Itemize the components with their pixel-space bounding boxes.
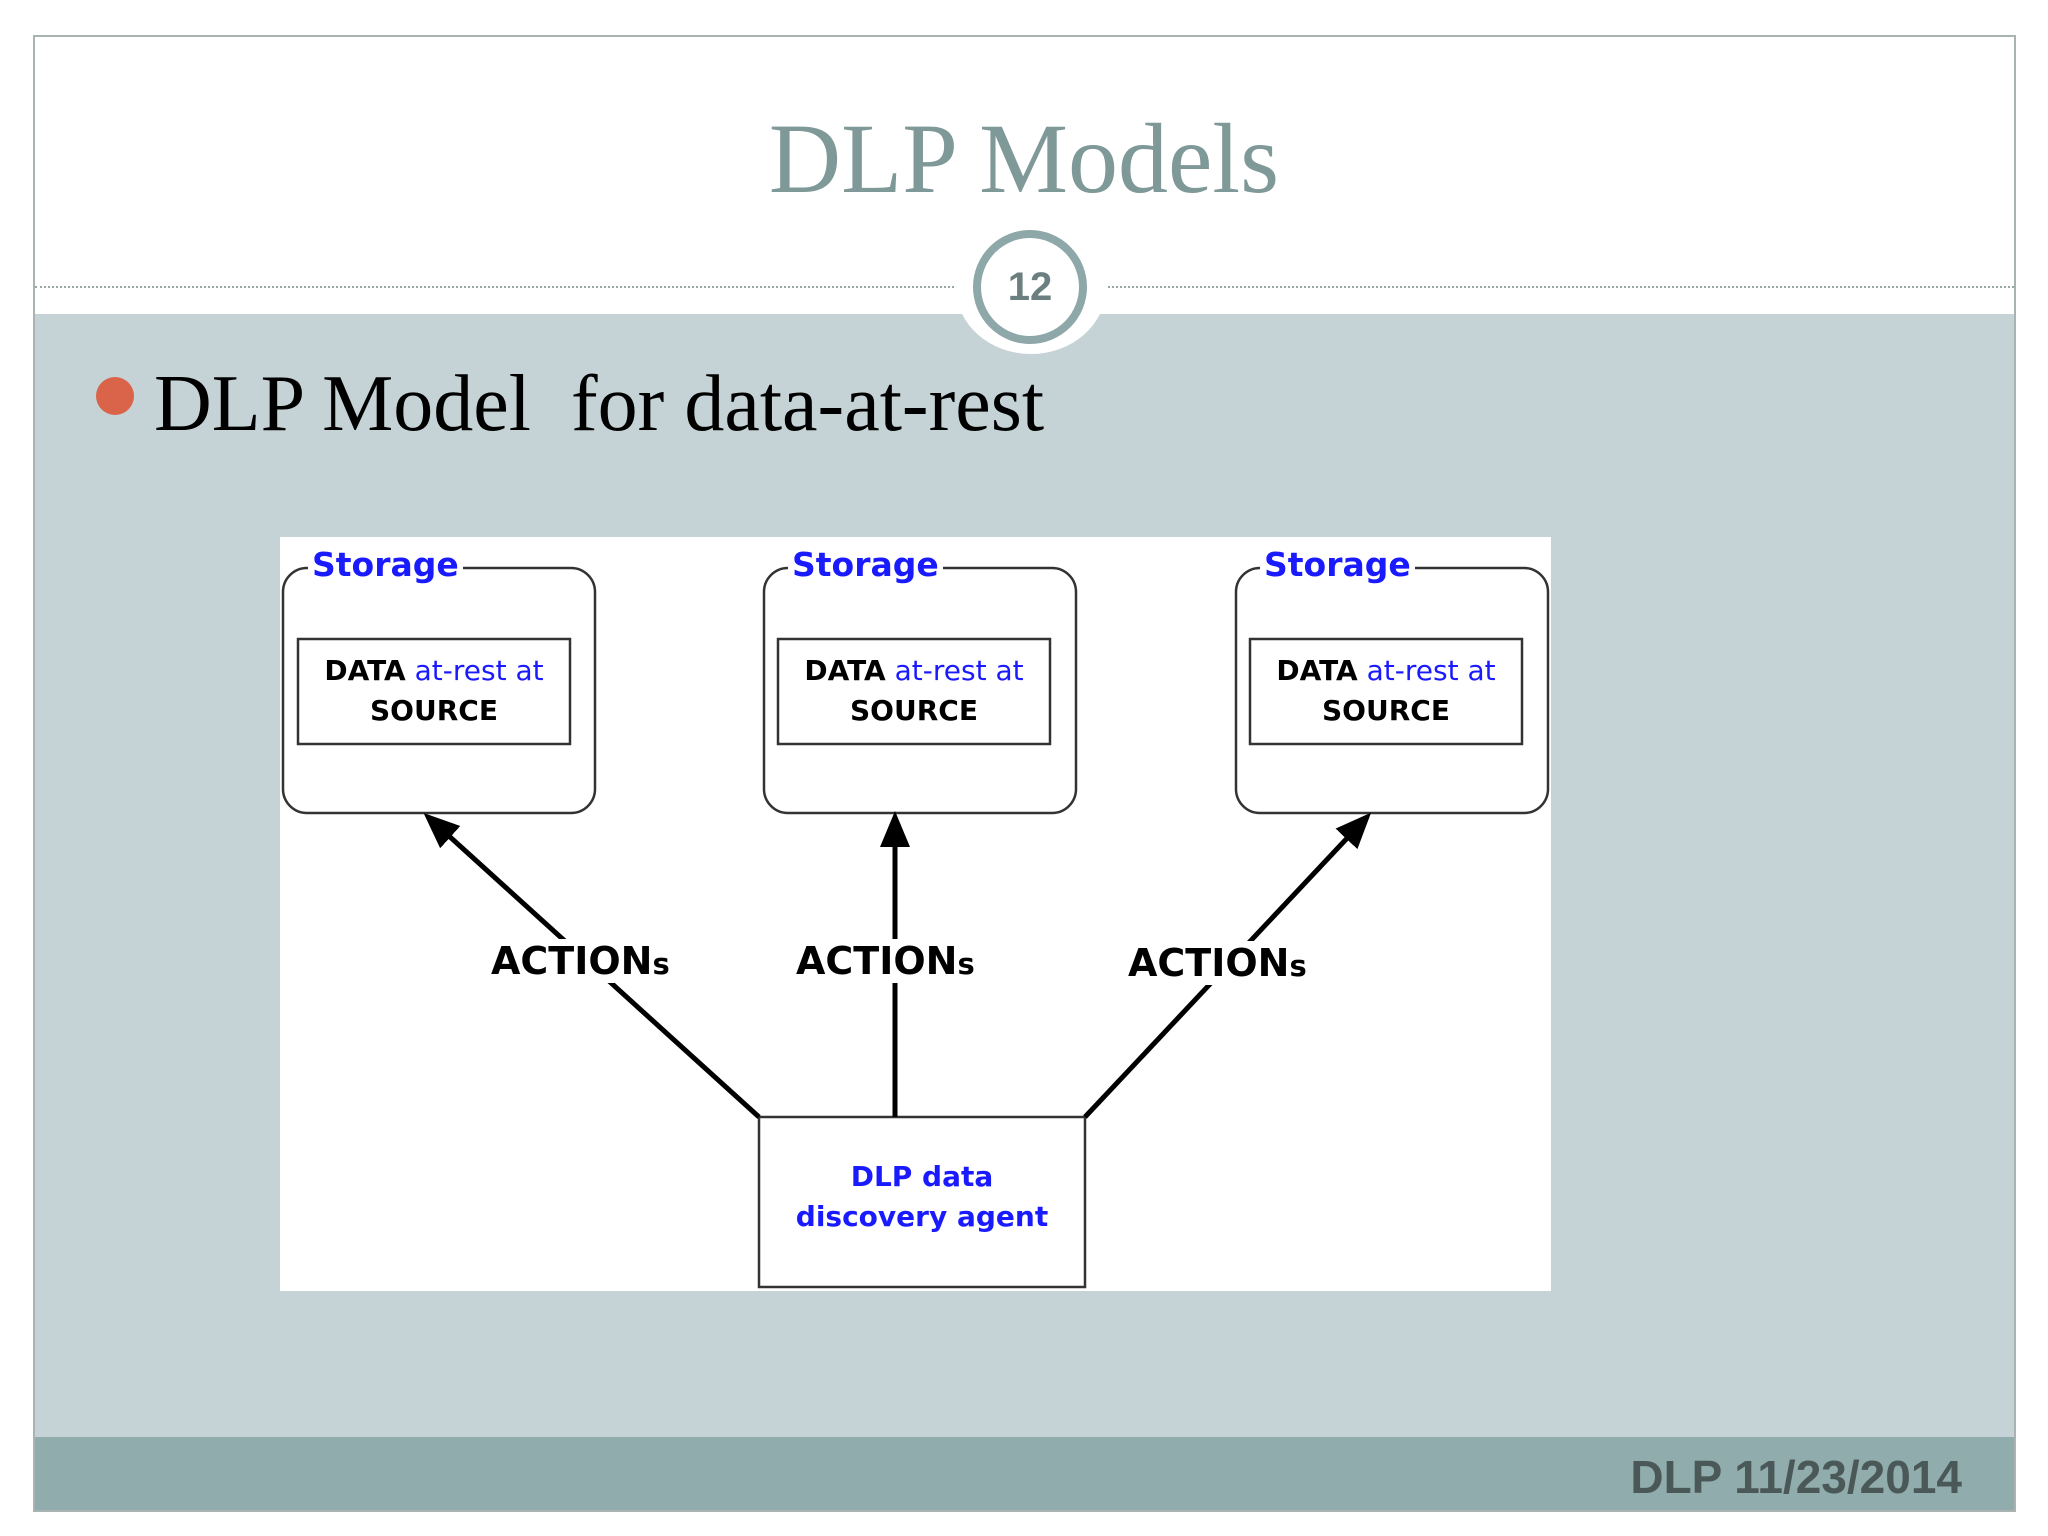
slide-number-badge: 12 (973, 230, 1087, 344)
footer-band (35, 1437, 2014, 1510)
data-box-text: DATA at-rest at SOURCE (298, 651, 570, 731)
data-word: DATA (324, 654, 406, 687)
slide-number: 12 (1007, 264, 1053, 309)
page-title: DLP Models (768, 103, 1280, 214)
actions-main: ACTION (491, 939, 653, 983)
storage-label: Storage (1260, 545, 1415, 584)
source-word: SOURCE (370, 694, 498, 727)
data-box-text: DATA at-rest at SOURCE (778, 651, 1050, 731)
data-box-text: DATA at-rest at SOURCE (1250, 651, 1522, 731)
actions-suffix: s (1289, 949, 1307, 983)
data-box-1 (296, 637, 572, 746)
actions-main: ACTION (1128, 941, 1290, 985)
bullet-dot-icon (96, 377, 134, 415)
actions-suffix: s (652, 947, 670, 981)
at-rest-text: at-rest at (894, 654, 1024, 687)
agent-label: DLP data discovery agent (759, 1157, 1085, 1237)
actions-label: ACTIONs (1124, 941, 1311, 985)
footer-text: DLP 11/23/2014 (1630, 1451, 1962, 1503)
diagram-canvas (281, 566, 1550, 1289)
storage-label: Storage (788, 545, 943, 584)
data-box-3 (1248, 637, 1524, 746)
source-word: SOURCE (1322, 694, 1450, 727)
actions-suffix: s (957, 947, 975, 981)
agent-box (757, 1115, 1087, 1289)
bullet-text: DLP Model for data-at-rest (154, 360, 1045, 448)
data-word: DATA (1276, 654, 1358, 687)
diagram-panel: Storage Storage Storage DATA at-rest at … (280, 537, 1551, 1291)
at-rest-text: at-rest at (1366, 654, 1496, 687)
source-word: SOURCE (850, 694, 978, 727)
agent-line-1: DLP data (850, 1160, 994, 1193)
storage-label: Storage (308, 545, 463, 584)
agent-line-2: discovery agent (795, 1200, 1049, 1233)
actions-main: ACTION (796, 939, 958, 983)
data-box-2 (776, 637, 1052, 746)
at-rest-text: at-rest at (414, 654, 544, 687)
data-word: DATA (804, 654, 886, 687)
actions-label: ACTIONs (487, 939, 674, 983)
actions-label: ACTIONs (792, 939, 979, 983)
